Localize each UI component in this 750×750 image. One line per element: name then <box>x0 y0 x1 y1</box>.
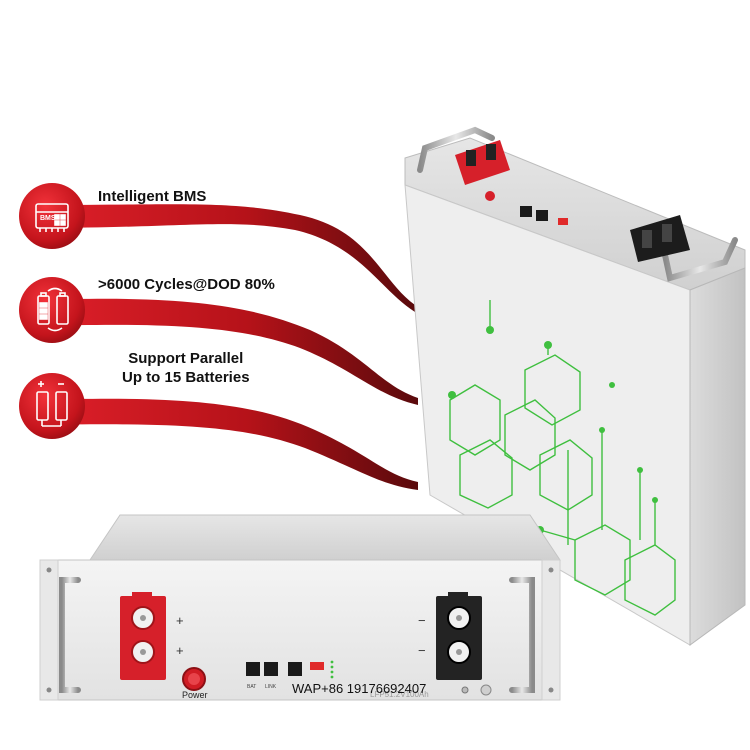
port-rs485 <box>288 662 302 676</box>
negative-sign-top: − <box>418 613 426 628</box>
svg-text:BMS: BMS <box>40 215 56 222</box>
upright-port-1 <box>520 206 532 217</box>
feature-cycles <box>19 277 85 343</box>
ribbon-parallel <box>40 398 418 490</box>
top-handle <box>417 126 495 173</box>
bms-chip-icon <box>35 203 69 232</box>
parallel-batteries-icon <box>36 381 68 427</box>
comm-ports <box>246 660 334 679</box>
negative-terminal <box>436 592 482 680</box>
watermark-text: WAP+86 19176692407 <box>292 681 426 696</box>
upright-dip-switch <box>558 218 568 225</box>
negative-sign-bottom: − <box>418 643 426 658</box>
battery-cycle-icon <box>37 287 69 332</box>
right-front-handle <box>509 577 535 693</box>
feature-label-parallel: Support Parallel Up to 15 Batteries <box>122 349 250 387</box>
feature-label-cycles: >6000 Cycles@DOD 80% <box>98 276 275 293</box>
ground-screw <box>480 684 492 696</box>
port-label-link: LINK <box>265 684 277 690</box>
upright-battery <box>404 126 746 646</box>
upright-negative-terminal <box>630 215 690 262</box>
port-label-bat: BAT <box>247 684 256 690</box>
ribbon-bms <box>40 204 415 312</box>
left-handle <box>59 577 81 693</box>
positive-sign-top: + <box>176 613 184 628</box>
circuit-pattern <box>449 300 676 616</box>
positive-sign-bottom: + <box>176 643 184 658</box>
dip-switch <box>310 662 324 670</box>
power-label: Power <box>182 690 208 700</box>
power-button[interactable] <box>182 667 206 691</box>
port-bat <box>246 662 260 676</box>
feature-label-parallel-line2: Up to 15 Batteries <box>122 369 250 386</box>
connector-ribbons <box>40 204 418 490</box>
port-link <box>264 662 278 676</box>
positive-terminal <box>120 592 166 680</box>
feature-parallel <box>19 373 85 439</box>
feature-bms: BMS <box>19 183 85 249</box>
front-battery: + + − − Power BAT <box>39 514 561 701</box>
upright-positive-terminal <box>455 140 510 201</box>
right-handle <box>662 237 738 282</box>
feature-label-parallel-line1: Support Parallel <box>128 350 244 367</box>
upright-port-2 <box>536 210 548 221</box>
feature-label-bms: Intelligent BMS <box>98 188 207 205</box>
model-text: LFP51.2V100Ah <box>370 690 429 699</box>
